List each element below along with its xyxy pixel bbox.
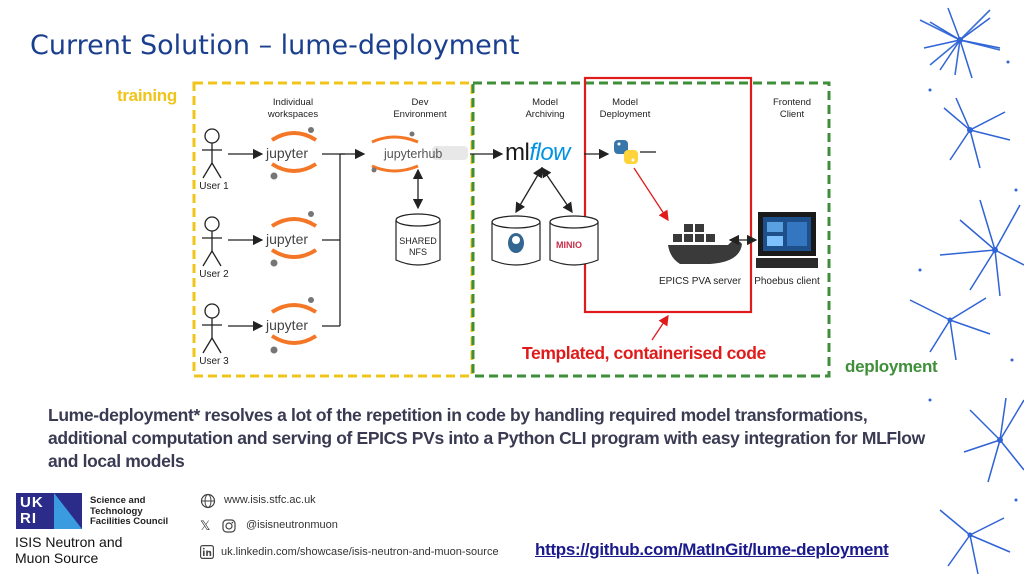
website-link[interactable]: www.isis.stfc.ac.uk xyxy=(224,494,316,506)
slide-description: Lume-deployment* resolves a lot of the r… xyxy=(48,405,925,471)
frontend-client-label-line-2: Client xyxy=(779,109,805,120)
jupyterhub-label: jupyterhub xyxy=(384,147,443,161)
user-figures xyxy=(202,128,222,354)
shared-nfs-label-line-1: SHARED xyxy=(399,236,437,246)
mlflow-logo-ml: ml xyxy=(505,139,530,166)
jupyter-label-2: jupyter xyxy=(266,231,309,247)
stfc-line-1: Science and xyxy=(90,495,146,506)
docker-logo xyxy=(668,224,742,264)
individual-workspaces-label-line-2: workspaces xyxy=(267,109,319,120)
ukri-logo-letters: UK RI xyxy=(20,494,44,527)
phoebus-monitor-icon xyxy=(756,212,818,268)
dev-environment-label-line-2: Environment xyxy=(393,109,447,120)
epics-pva-server-label: EPICS PVA server xyxy=(658,276,742,287)
user-3-label: User 3 xyxy=(199,356,229,367)
slide-title: Current Solution – lume-deployment xyxy=(30,30,520,61)
jupyterhub-logo xyxy=(371,131,468,173)
mlflow-logo-flow: flow xyxy=(529,139,571,166)
user-2-label: User 2 xyxy=(199,269,229,280)
ukri-logo-triangle xyxy=(54,493,82,529)
globe-icon xyxy=(200,493,216,509)
python-logo xyxy=(614,140,638,164)
github-link[interactable]: https://github.com/MatInGit/lume-deploym… xyxy=(535,540,889,559)
dev-environment-label-line-1: Dev xyxy=(411,97,429,108)
user-2-figure xyxy=(202,216,222,267)
x-twitter-icon: 𝕏 xyxy=(200,518,211,533)
decorative-starburst-art xyxy=(909,7,1024,575)
jupyter-logo-1 xyxy=(270,127,318,180)
isis-line-1: ISIS Neutron and xyxy=(15,534,123,550)
social-handle[interactable]: @isisneutronmuon xyxy=(246,519,338,531)
stfc-line-2: Technology xyxy=(90,505,143,517)
jupyter-label-1: jupyter xyxy=(266,145,309,161)
shared-nfs-cylinder xyxy=(395,213,441,266)
minio-label: MINIO xyxy=(556,240,582,250)
deployment-region-border xyxy=(471,81,831,378)
jupyter-label-3: jupyter xyxy=(266,317,309,333)
jupyter-logo-3 xyxy=(270,297,318,354)
jupyter-logo-2 xyxy=(270,211,318,267)
stfc-line-3: Facilities Council xyxy=(90,516,169,527)
model-archiving-label-line-1: Model xyxy=(532,97,558,108)
training-label: training xyxy=(117,86,177,105)
user-1-label: User 1 xyxy=(199,181,229,192)
postgres-db-cylinder xyxy=(491,215,541,266)
individual-workspaces-label-line-1: Individual xyxy=(272,97,314,108)
shared-nfs-label-line-2: NFS xyxy=(409,247,427,257)
linkedin-icon xyxy=(200,545,214,559)
isis-line-2: Muon Source xyxy=(15,550,99,566)
templated-code-label: Templated, containerised code xyxy=(522,343,766,363)
instagram-icon xyxy=(222,519,236,533)
mlflow-logo-text: mlflow xyxy=(505,139,571,167)
frontend-client-label-line-1: Frontend xyxy=(772,97,812,108)
model-archiving-label-line-2: Archiving xyxy=(525,109,565,120)
minio-db-cylinder xyxy=(549,215,599,266)
model-deployment-label-line-2: Deployment xyxy=(599,109,651,120)
user-1-figure xyxy=(202,128,222,179)
user-3-figure xyxy=(202,303,222,354)
templated-highlight-box xyxy=(583,76,753,314)
ukri-logo: UK RI xyxy=(16,493,82,529)
linkedin-link[interactable]: uk.linkedin.com/showcase/isis-neutron-an… xyxy=(221,546,499,558)
deployment-label: deployment xyxy=(845,357,938,376)
model-deployment-label-line-1: Model xyxy=(612,97,638,108)
phoebus-client-label: Phoebus client xyxy=(754,276,820,287)
